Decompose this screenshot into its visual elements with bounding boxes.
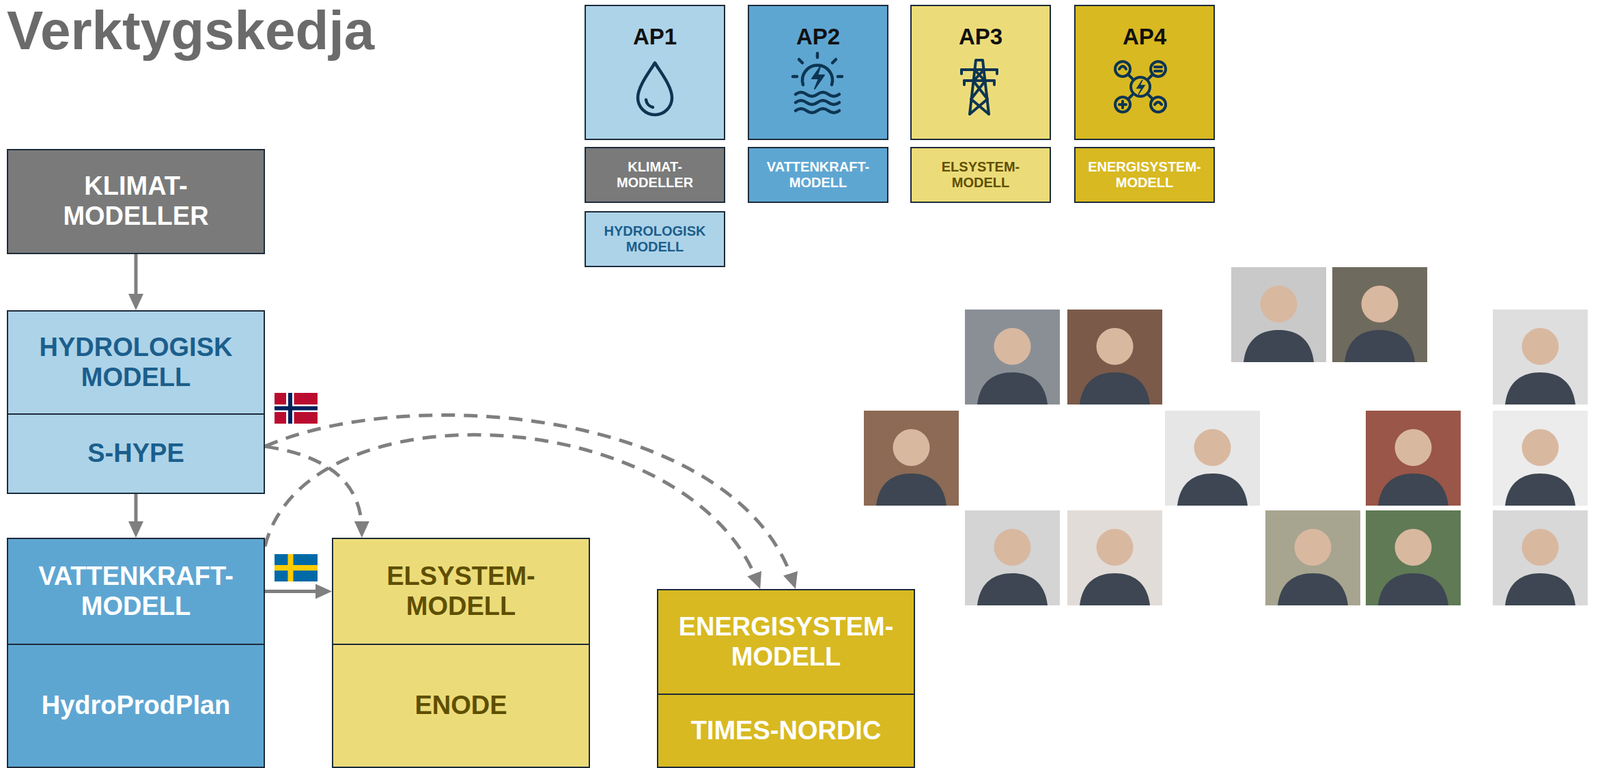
box-label: ELSYSTEM- MODELL [918,159,1043,191]
work-package-model-box: HYDROLOGISK MODELL [584,211,726,268]
tool-box: ENODE [331,644,591,768]
box-label: KLIMAT- MODELLER [15,171,257,231]
box-label: VATTENKRAFT- MODELL [755,159,881,191]
energy-network-icon [1115,61,1166,112]
work-package-label: AP2 [754,23,882,50]
work-package-model-box: ENERGISYSTEM- MODELL [1074,146,1215,203]
box-label: TIMES-NORDIC [665,715,907,746]
work-package-model-box: VATTENKRAFT- MODELL [747,146,889,203]
work-package-model-box: KLIMAT- MODELLER [584,146,726,203]
box-label: ELSYSTEM- MODELL [340,561,582,621]
norway-flag [274,392,318,424]
data-link-dashed [264,445,362,531]
work-package-label: AP4 [1081,23,1209,50]
power-pylon-icon [961,60,998,115]
box-label: ENERGISYSTEM- MODELL [665,611,907,672]
box-label: KLIMAT- MODELLER [592,159,718,191]
box-label: VATTENKRAFT- MODELL [15,561,257,621]
box-label: HYDROLOGISK MODELL [15,332,257,392]
model-box: KLIMAT- MODELLER [6,148,265,255]
model-box: VATTENKRAFT- MODELL [6,537,265,645]
work-package-box: AP4 [1074,4,1215,140]
work-package-label: AP3 [917,23,1045,50]
work-package-label: AP1 [591,23,719,50]
work-package-box: AP1 [584,4,726,140]
water-drop-icon [637,62,672,115]
page-title: Verktygskedja [6,0,375,62]
box-label: ENERGISYSTEM- MODELL [1082,159,1207,191]
work-package-box: AP3 [910,4,1051,140]
tool-box: S-HYPE [6,414,265,494]
model-box: ENERGISYSTEM- MODELL [656,588,916,695]
model-box: HYDROLOGISK MODELL [6,310,265,415]
work-package-box: AP2 [747,4,889,140]
tool-box: TIMES-NORDIC [656,694,916,768]
portrait-photos [863,267,1588,606]
hydropower-icon [792,53,842,113]
flow-arrow [264,589,326,593]
sweden-flag [274,553,318,582]
box-label: HYDROLOGISK MODELL [592,223,718,255]
tool-box: HydroProdPlan [6,644,265,768]
model-box: ELSYSTEM- MODELL [331,537,591,645]
box-label: ENODE [340,690,582,721]
flow-arrow [134,254,138,304]
flow-arrow [134,493,138,531]
work-package-model-box: ELSYSTEM- MODELL [910,146,1051,203]
box-label: S-HYPE [15,438,257,469]
box-label: HydroProdPlan [15,690,257,721]
